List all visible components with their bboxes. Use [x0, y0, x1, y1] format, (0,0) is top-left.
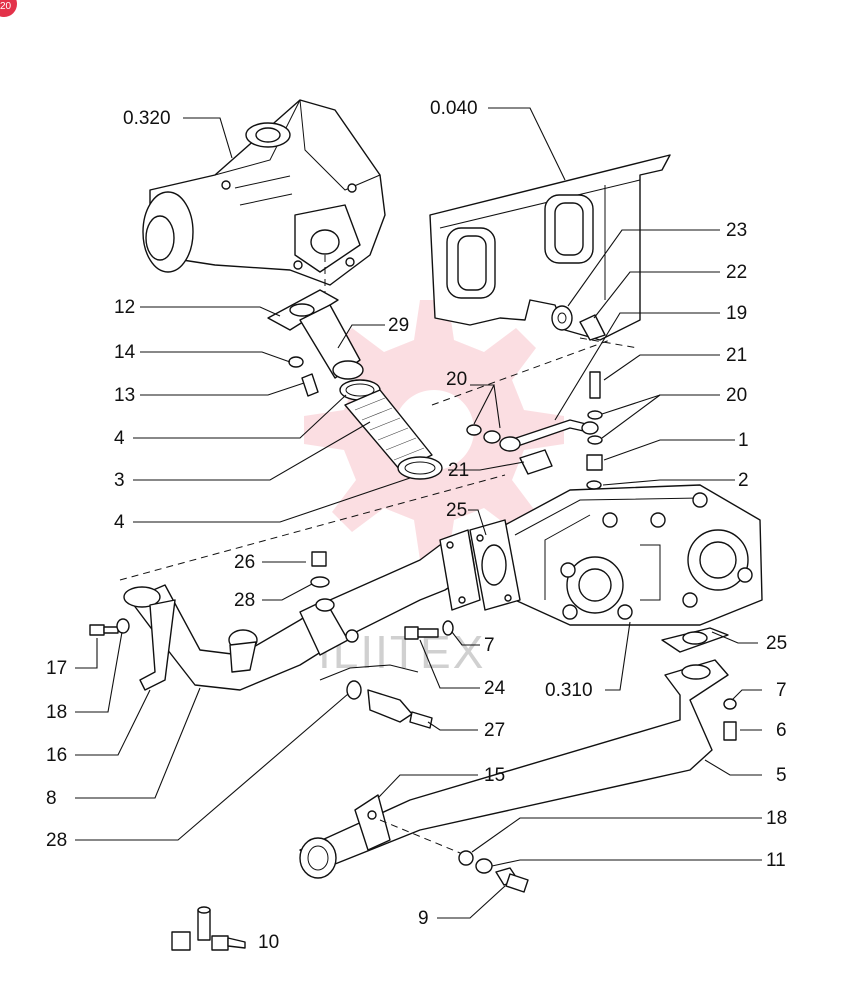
- leader-lines: [75, 107, 762, 919]
- page-badge: 20: [0, 0, 17, 17]
- washer-14: [288, 356, 304, 368]
- coolant-pipe-8: [123, 529, 481, 691]
- washer-28-upper: [310, 576, 330, 588]
- label-28-upper: 28: [234, 590, 255, 611]
- label-23: 23: [726, 220, 747, 241]
- label-28-lower: 28: [46, 830, 67, 851]
- label-10: 10: [258, 932, 279, 953]
- washer-2: [586, 480, 602, 490]
- screw-17: [89, 624, 119, 636]
- axis-line: [431, 339, 611, 406]
- union-1: [586, 454, 603, 471]
- axis-line: [379, 819, 466, 856]
- label-14: 14: [114, 342, 136, 363]
- label-21-right: 21: [726, 345, 747, 366]
- label-4-upper: 4: [114, 428, 125, 449]
- water-pump: [142, 99, 386, 286]
- banjo-screw-21: [519, 449, 553, 475]
- label-15: 15: [484, 765, 505, 786]
- label-20-left: 20: [446, 369, 467, 390]
- label-20-right: 20: [726, 385, 747, 406]
- washer-23: [551, 305, 573, 331]
- label-17: 17: [46, 658, 67, 679]
- label-13: 13: [114, 385, 135, 406]
- label-16: 16: [46, 745, 67, 766]
- washer-18-left: [116, 618, 130, 634]
- axis-line: [119, 474, 506, 581]
- axis-line: [579, 337, 639, 349]
- plug-26: [311, 551, 327, 567]
- lower-pipe-5: [299, 659, 729, 879]
- label-5: 5: [776, 765, 787, 786]
- label-12: 12: [114, 297, 135, 318]
- label-2: 2: [738, 470, 749, 491]
- pump-outlet-flange: [267, 289, 364, 380]
- nut-7-lower: [723, 698, 737, 710]
- label-25-lower: 25: [766, 633, 787, 654]
- label-1: 1: [738, 430, 749, 451]
- label-27: 27: [484, 720, 505, 741]
- label-29: 29: [388, 315, 409, 336]
- washer-20: [466, 424, 501, 444]
- label-19: 19: [726, 303, 747, 324]
- stud-6: [723, 721, 737, 741]
- label-7-upper: 7: [484, 635, 495, 656]
- fastener-kit-10-icon: [171, 906, 246, 951]
- part-labels: 0.320 0.040 23 22 19 21 20 1 2 12 29 14 …: [46, 98, 787, 953]
- label-9: 9: [418, 908, 429, 929]
- label-26: 26: [234, 552, 255, 573]
- banjo-pipe-19: [499, 419, 599, 452]
- gasket-25-lower: [661, 627, 729, 653]
- label-7-lower: 7: [776, 680, 787, 701]
- hose-clamp-4-lower: [397, 456, 443, 480]
- label-3: 3: [114, 470, 125, 491]
- watermark-gear-icon: [304, 300, 564, 560]
- engine-block: [429, 154, 671, 341]
- washer-11: [475, 858, 493, 874]
- washer-18-lower: [458, 850, 474, 866]
- label-0320: 0.320: [123, 108, 171, 129]
- gasket-25-upper: [469, 519, 521, 611]
- heat-exchanger: [504, 484, 763, 626]
- bolt-24: [404, 626, 439, 640]
- temperature-sensor-27: [346, 680, 433, 729]
- label-25-upper: 25: [446, 500, 467, 521]
- washers-20-right: [587, 410, 603, 445]
- bracket-16: [139, 599, 176, 691]
- label-18-lower: 18: [766, 808, 787, 829]
- label-18-left: 18: [46, 702, 67, 723]
- label-24: 24: [484, 678, 506, 699]
- label-0310: 0.310: [545, 680, 593, 701]
- label-21-left: 21: [448, 460, 469, 481]
- label-11: 11: [766, 850, 786, 871]
- label-22: 22: [726, 262, 747, 283]
- bolt-9: [495, 867, 529, 893]
- page-badge-label: 20: [0, 1, 12, 12]
- nut-7-upper: [442, 620, 454, 636]
- flexible-hose-3: [344, 389, 433, 471]
- label-8: 8: [46, 788, 57, 809]
- plug-22: [579, 314, 606, 341]
- screw-13: [301, 373, 319, 397]
- bracket-line: [319, 664, 419, 681]
- label-6: 6: [776, 720, 787, 741]
- screw-21-right: [589, 371, 601, 399]
- label-0040: 0.040: [430, 98, 478, 119]
- label-4-lower: 4: [114, 512, 125, 533]
